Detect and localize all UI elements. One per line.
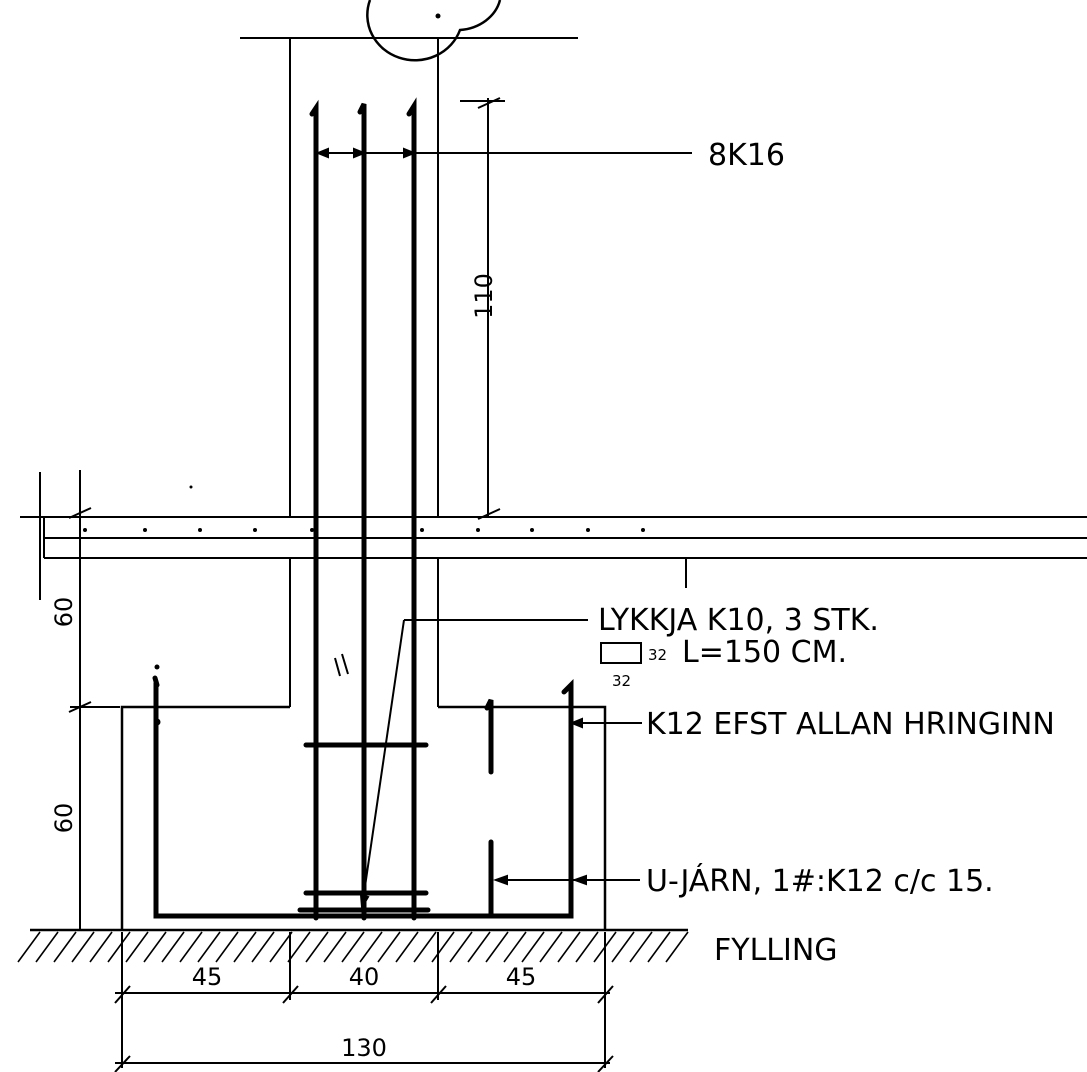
slab-rebar-dots (83, 528, 645, 532)
dim-right-toe-label: 45 (506, 963, 537, 991)
leader-stirrups (334, 619, 588, 911)
footing-outline (120, 705, 607, 930)
dim-left-toe-label: 45 (192, 963, 223, 991)
dim-total-width-label: 130 (341, 1034, 387, 1062)
stirrup-bars (297, 742, 431, 913)
column-section-circle (366, 0, 502, 62)
leader-main-bars (315, 147, 692, 159)
label-stirrup-length: L=150 CM. (682, 635, 847, 670)
dimension-anchorage (460, 97, 505, 520)
label-stirrup-dim-h: 32 (612, 672, 631, 690)
main-vertical-bars (309, 97, 417, 921)
label-u-bars: U-JÁRN, 1#:K12 c/c 15. (646, 863, 994, 899)
label-stirrup-dim-w: 32 (648, 646, 667, 664)
dimension-left-vertical (39, 470, 120, 930)
dim-wall-height-label: 60 (50, 597, 78, 628)
label-main-bars: 8K16 (708, 138, 785, 173)
leader-u-bars (493, 874, 640, 886)
label-fill: FYLLING (714, 933, 838, 968)
ground-line (17, 928, 689, 963)
column-center-dot (435, 13, 441, 19)
u-bars (152, 675, 574, 919)
floor-slab (20, 516, 1087, 588)
u-bar-top-dot (154, 664, 160, 670)
dimension-bottom (114, 932, 614, 1072)
wall-outline (240, 37, 578, 707)
dim-wall-width-label: 40 (349, 963, 380, 991)
stirrup-shape-icon (600, 642, 642, 664)
dim-anchorage-label: 110 (470, 273, 498, 319)
label-top-bar: K12 EFST ALLAN HRINGINN (646, 707, 1055, 742)
leader-top-bar (569, 717, 642, 729)
stray-mark (189, 485, 193, 489)
dim-footing-height-label: 60 (50, 803, 78, 834)
label-stirrups: LYKKJA K10, 3 STK. (598, 603, 879, 638)
